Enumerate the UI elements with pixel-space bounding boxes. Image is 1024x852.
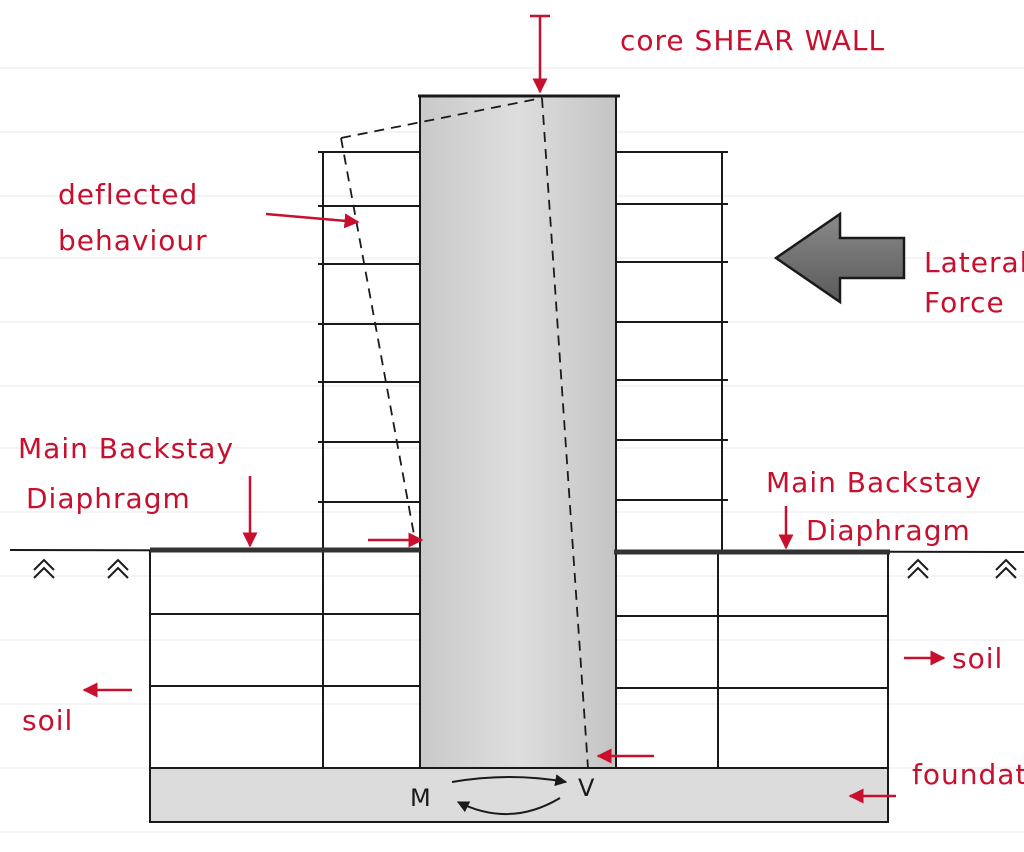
- label-lateral-line2: Force: [924, 286, 1005, 319]
- label-backstay-right-line2: Diaphragm: [806, 514, 971, 547]
- label-lateral-line1: Lateral: [924, 246, 1024, 279]
- label-foundation: foundation: [912, 758, 1024, 791]
- red-annotation-arrows: [82, 14, 946, 804]
- label-deflected-line1: deflected: [58, 178, 198, 211]
- label-soil-left: soil: [22, 704, 73, 737]
- title-core-shear-wall: core SHEAR WALL: [620, 24, 885, 57]
- lateral-force-arrow-icon: [773, 211, 906, 305]
- tower-frame-right: [614, 151, 728, 552]
- deflected-shape: [340, 97, 589, 769]
- label-backstay-left-line1: Main Backstay: [18, 432, 234, 465]
- label-moment: M: [410, 784, 431, 812]
- label-backstay-left-line2: Diaphragm: [26, 482, 191, 515]
- core-shear-wall: [419, 95, 617, 769]
- moment-shear-arrows: [451, 774, 568, 816]
- label-soil-right: soil: [952, 642, 1003, 675]
- ground-symbols: [33, 558, 1017, 579]
- label-backstay-right-line1: Main Backstay: [766, 466, 982, 499]
- deflection-arrow: [265, 212, 360, 229]
- label-shear: V: [578, 774, 595, 802]
- label-deflected-line2: behaviour: [58, 224, 208, 257]
- tower-frame-left: [318, 151, 420, 550]
